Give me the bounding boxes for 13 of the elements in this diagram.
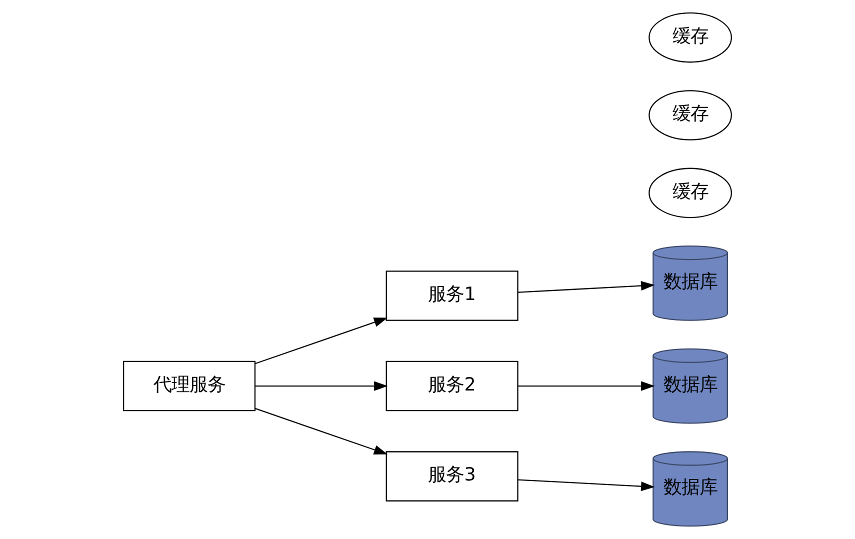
- arrow: [518, 479, 655, 492]
- node-box: 代理服务: [123, 360, 256, 412]
- node-box: 服务2: [386, 360, 518, 412]
- node-ellipse: 缓存: [648, 168, 732, 218]
- node-ellipse: 缓存: [648, 12, 732, 63]
- arrow: [254, 408, 388, 454]
- arrow: [518, 280, 655, 293]
- node-box: 服务3: [386, 451, 518, 502]
- node-box: 服务1: [386, 270, 518, 321]
- arrow: [254, 318, 388, 364]
- arrow: [518, 381, 655, 391]
- node-ellipse: 缓存: [648, 90, 732, 140]
- arrow: [255, 381, 388, 391]
